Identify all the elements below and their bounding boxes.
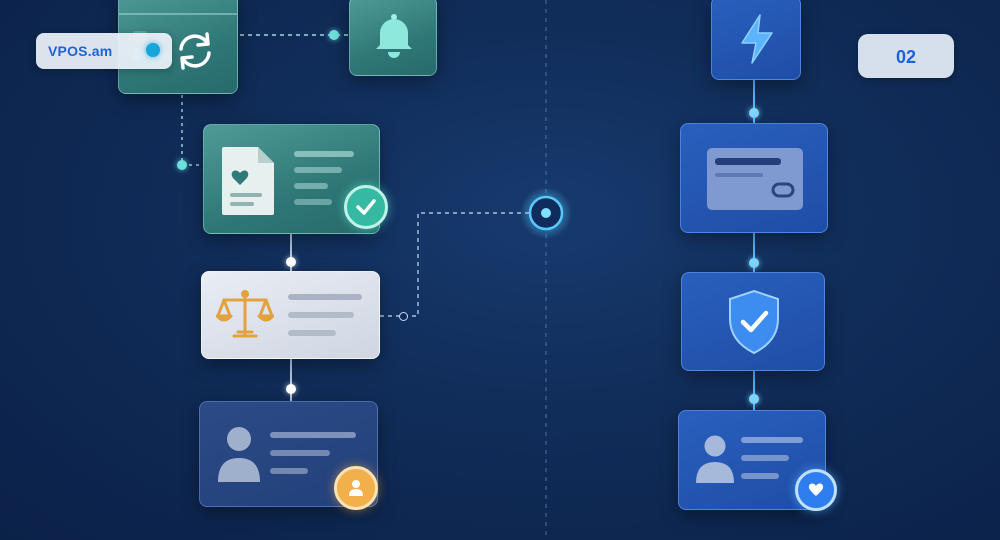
text-line (294, 183, 328, 189)
text-line (270, 432, 356, 438)
shield-check-icon (729, 289, 779, 355)
scales-icon (216, 290, 274, 338)
junction-node (177, 160, 187, 170)
junction-node (749, 108, 759, 118)
heart-badge (795, 469, 837, 511)
credit-card-icon (707, 148, 803, 210)
power-card[interactable] (711, 0, 801, 80)
lightning-icon (741, 14, 773, 64)
sync-icon (179, 32, 211, 70)
user-card[interactable] (678, 410, 837, 511)
junction-node (286, 257, 296, 267)
brand-dot-icon (146, 43, 160, 57)
brand-badge: VPOS.am (36, 33, 172, 69)
junction-node (329, 30, 339, 40)
text-line (294, 199, 332, 205)
security-card[interactable] (681, 272, 825, 371)
bell-icon (376, 14, 412, 58)
payment-card[interactable] (680, 123, 828, 233)
notification-card[interactable] (349, 0, 437, 76)
text-line (741, 473, 779, 479)
text-line (288, 330, 336, 336)
junction-node (286, 384, 296, 394)
check-icon (356, 199, 376, 215)
junction-node (749, 394, 759, 404)
text-line (270, 450, 330, 456)
user-profile-card[interactable] (199, 401, 378, 510)
text-line (270, 468, 308, 474)
person-icon (349, 480, 363, 496)
person-badge (334, 466, 378, 510)
text-line (288, 294, 362, 300)
heart-document-icon (222, 147, 274, 215)
user-icon (696, 435, 734, 483)
legal-card[interactable] (201, 271, 380, 359)
user-icon (218, 427, 260, 482)
junction-node (399, 312, 408, 321)
text-line (741, 437, 803, 443)
text-line (741, 455, 789, 461)
page-number-badge: 02 (858, 34, 954, 78)
page-number: 02 (895, 47, 917, 67)
check-badge (344, 185, 388, 229)
text-line (288, 312, 354, 318)
junction-node (749, 258, 759, 268)
text-line (294, 151, 354, 157)
brand-name: VPOS.am (48, 43, 113, 59)
heart-icon (808, 483, 824, 496)
medical-document-card[interactable] (203, 124, 388, 234)
text-line (294, 167, 342, 173)
